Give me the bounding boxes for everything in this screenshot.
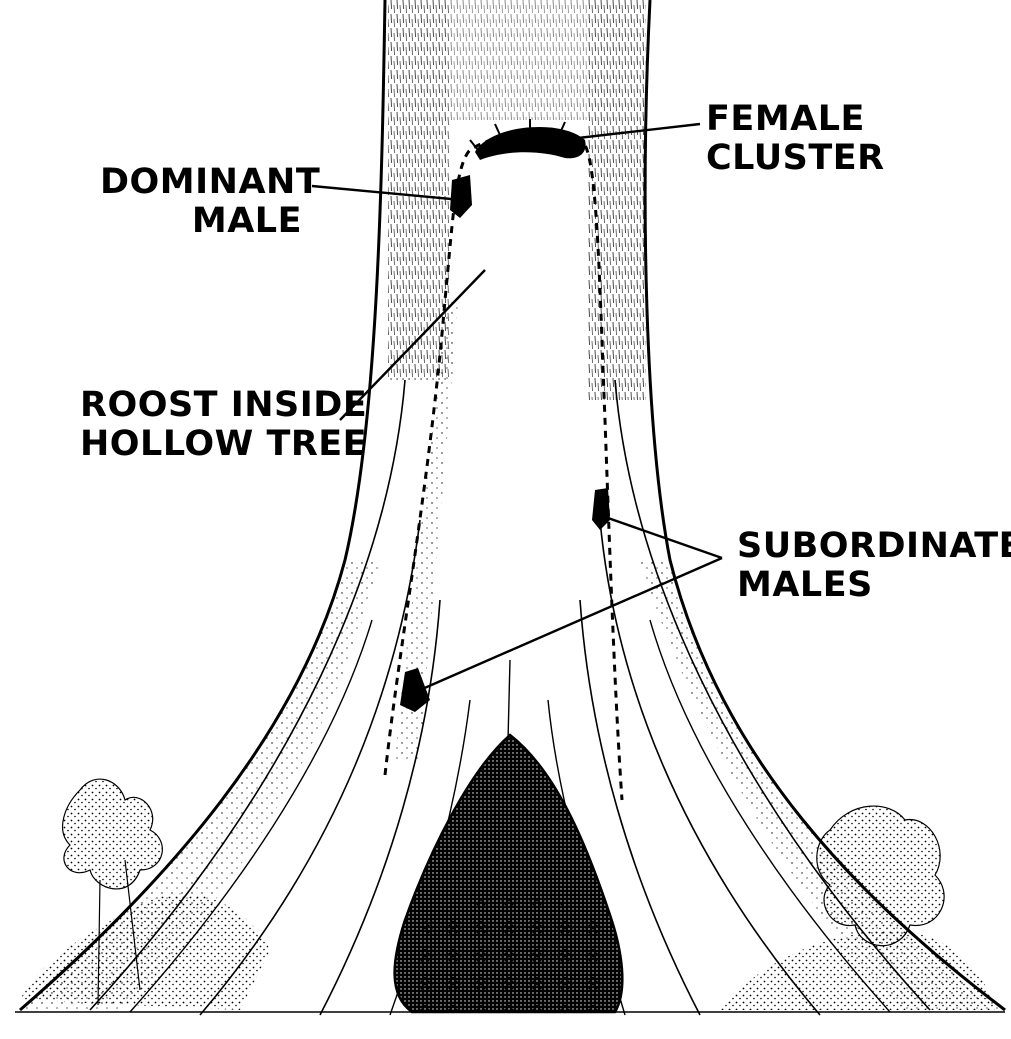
dominant-male-label-line1: DOMINANT — [100, 163, 302, 202]
dominant-male-label-line2: MALE — [100, 202, 302, 241]
female-cluster-label-line1: FEMALE — [706, 100, 885, 139]
subordinate-males-label-line1: SUBORDINATE — [737, 527, 1011, 566]
subordinate-males-label-line2: MALES — [737, 566, 1011, 605]
dominant-male-label: DOMINANT MALE — [100, 163, 302, 241]
female-cluster-label-line2: CLUSTER — [706, 139, 885, 178]
opening-lower-shading — [415, 898, 610, 1011]
roost-label-line2: HOLLOW TREE — [80, 425, 332, 464]
roost-label: ROOST INSIDE HOLLOW TREE — [80, 386, 332, 464]
subordinate-males-label: SUBORDINATE MALES — [737, 527, 1011, 605]
female-cluster-label: FEMALE CLUSTER — [706, 100, 885, 178]
roost-label-line1: ROOST INSIDE — [80, 386, 332, 425]
